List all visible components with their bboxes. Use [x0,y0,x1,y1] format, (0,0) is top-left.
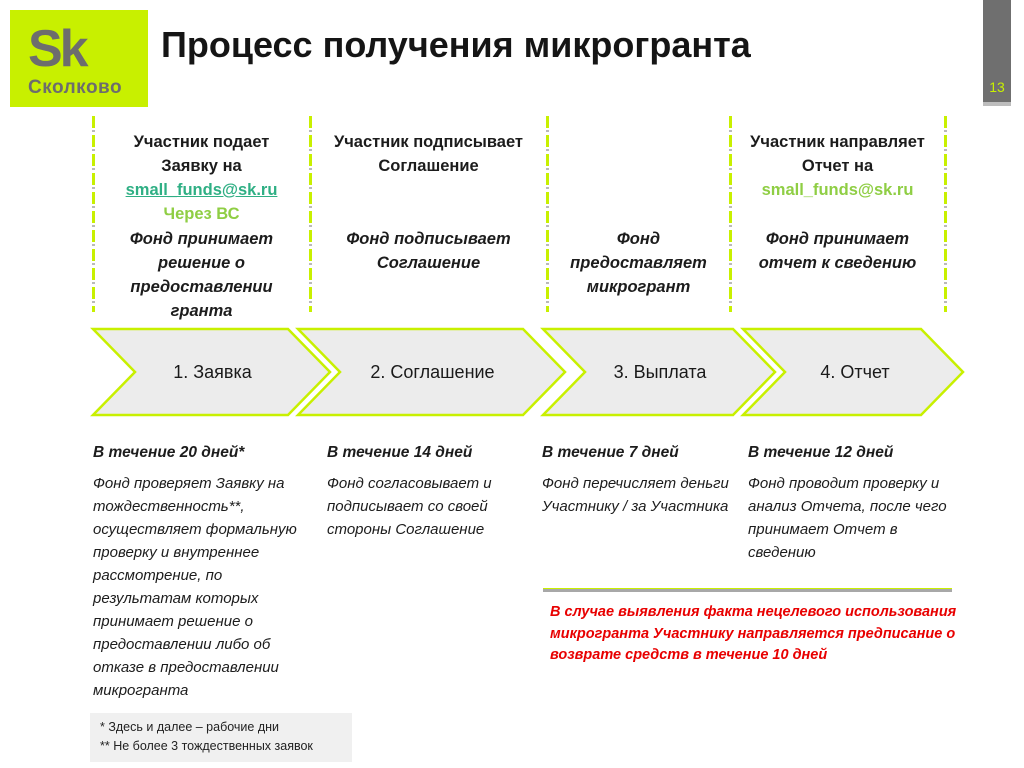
process-arrows [90,327,965,417]
step4-fund-text: Фонд принимает отчет к сведению [730,227,945,275]
step4-description: Фонд проводит проверку и анализ Отчета, … [748,475,947,561]
step1-description: Фонд проверяет Заявку на тождественность… [93,475,297,699]
column-divider [92,116,95,312]
footnote-box: * Здесь и далее – рабочие дни ** Не боле… [90,713,352,762]
skolkovo-logo: Sk Сколково [10,10,148,107]
text-line: Участник подает [133,133,270,151]
text-line: Участник подписывает [333,133,524,151]
step4-email[interactable]: small_funds@sk.ru [761,181,914,199]
page-number: 13 [989,79,1005,95]
step1-details: В течение 20 дней* Фонд проверяет Заявку… [93,444,309,702]
text-line: Отчет на [801,157,874,175]
warning-divider-line [543,588,952,592]
column-divider [729,116,732,312]
step2-details: В течение 14 дней Фонд согласовывает и п… [327,444,539,541]
step1-email-link[interactable]: small_funds@sk.ru [125,181,278,199]
step2-description: Фонд согласовывает и подписывает со свое… [327,475,492,538]
chevron-step-3 [540,327,777,417]
step3-duration: В течение 7 дней [542,444,679,461]
step4-participant-text: Участник направляет Отчет на small_funds… [730,130,945,202]
slide-title: Процесс получения микрогранта [161,24,751,65]
step1-participant-text: Участник подает Заявку на small_funds@sk… [93,130,310,226]
step3-fund-text: Фонд предоставляет микрогрант [547,227,730,299]
text-line: Фонд [616,230,661,248]
chevron-step-2 [295,327,567,417]
text-line: предоставляет [570,254,707,272]
column-divider [546,116,549,312]
text-line: Фонд подписывает [346,230,511,248]
text-line: предоставлении [130,278,273,296]
step1-fund-text: Фонд принимает решение о предоставлении … [93,227,310,323]
arrow-label-3: 3. Выплата [613,362,707,382]
arrow-label-4: 4. Отчет [820,362,890,382]
step2-duration: В течение 14 дней [327,444,473,461]
skolkovo-logo-mark: Sk [28,20,89,78]
step4-details: В течение 12 дней Фонд проводит проверку… [748,444,962,564]
text-line: Участник направляет [750,133,925,151]
text-line: Соглашение [376,254,481,272]
step1-duration: В течение 20 дней* [93,444,245,461]
step2-participant-text: Участник подписывает Соглашение [310,130,547,178]
step4-duration: В течение 12 дней [748,444,894,461]
text-line: микрогрант [586,278,691,296]
chevron-step-4 [740,327,965,417]
text-line: гранта [170,302,233,320]
column-divider [309,116,312,312]
footnote-line-2: ** Не более 3 тождественных заявок [100,739,313,753]
step2-fund-text: Фонд подписывает Соглашение [310,227,547,275]
text-line: Фонд принимает [129,230,274,248]
chevron-step-1 [90,327,332,417]
step1-email-channel: Через ВС [163,205,240,223]
text-line: Фонд принимает [765,230,910,248]
arrow-label-2: 2. Соглашение [370,362,495,382]
text-line: решение о [158,254,245,272]
text-line: Заявку на [161,157,242,175]
skolkovo-logo-caption: Сколково [28,77,123,98]
footnote-line-1: * Здесь и далее – рабочие дни [100,720,280,734]
text-line: Соглашение [378,157,479,175]
step3-details: В течение 7 дней Фонд перечисляет деньги… [542,444,750,518]
column-divider [944,116,947,312]
page-number-bar: 13 [983,0,1011,106]
warning-note: В случае выявления факта нецелевого испо… [550,604,957,663]
step3-description: Фонд перечисляет деньги Участнику / за У… [542,475,729,515]
text-line: отчет к сведению [758,254,917,272]
arrow-label-1: 1. Заявка [173,362,252,382]
